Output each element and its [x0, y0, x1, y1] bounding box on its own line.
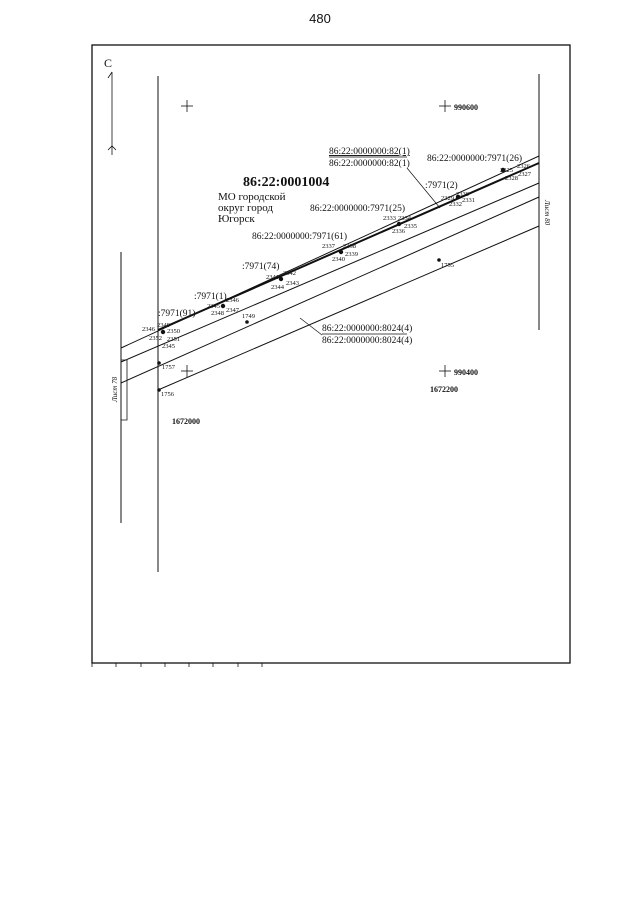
point-label-2328: 2328 [505, 175, 518, 182]
coord-bottom-right-y: 990400 [454, 368, 478, 377]
point-label-2327: 2327 [518, 171, 532, 178]
parcel-label-7971-1: :7971(1) [194, 291, 227, 302]
point-label-2325: 2325 [500, 167, 513, 174]
parcel-label-7971-2: :7971(2) [425, 180, 458, 191]
page-number: 480 [309, 11, 331, 26]
point-label-1756: 1756 [161, 391, 175, 398]
point-label-2343: 2343 [286, 280, 299, 287]
north-label: С [104, 56, 112, 70]
leader-82 [406, 167, 441, 209]
coord-bottom-right-x: 1672200 [430, 385, 458, 394]
point-label-1755: 1755 [441, 262, 454, 269]
municipality-line-2: округ город [218, 202, 273, 214]
north-arrow-icon [107, 71, 117, 155]
point-label-2332: 2332 [449, 201, 462, 208]
point-label-2340: 2340 [332, 256, 345, 263]
point-label-2352: 2352 [149, 335, 162, 342]
point-label-2348: 2348 [211, 310, 224, 317]
point-label-2333: 2333 [383, 215, 396, 222]
sheet-label-right: Лист 80 [543, 199, 551, 226]
parcel-label-8024-bottom: 86:22:0000000:8024(4) [322, 335, 412, 346]
point-label-2346b: 2346 [142, 326, 156, 333]
scale-ticks [91, 663, 263, 667]
corridor-line-4 [120, 196, 540, 384]
point-label-2346: 2346 [226, 297, 240, 304]
point-label-2337: 2337 [322, 243, 336, 250]
point-label-2347: 2347 [226, 307, 240, 314]
map-frame [91, 44, 571, 664]
point-label-2341: 2341 [266, 274, 279, 281]
point-label-2349: 2349 [157, 322, 170, 329]
parcel-label-82-top: 86:22:0000000:82(1) [329, 146, 410, 157]
point-label-2342: 2342 [283, 270, 296, 277]
point-label-2351: 2351 [167, 336, 180, 343]
point-label-2339: 2339 [345, 251, 358, 258]
municipality-line-1: МО городской [218, 191, 286, 203]
parcel-label-82-bottom: 86:22:0000000:82(1) [329, 158, 410, 169]
point-label-1757: 1757 [162, 364, 176, 371]
quarter-number: 86:22:0001004 [243, 175, 329, 190]
corridor-line-2 [157, 162, 540, 331]
parcel-label-7971-25: 86:22:0000000:7971(25) [310, 203, 405, 214]
point-label-2335: 2335 [404, 223, 417, 230]
parcel-label-8024-top: 86:22:0000000:8024(4) [322, 323, 412, 334]
coord-top-right: 990600 [454, 103, 478, 112]
point-label-2350: 2350 [167, 328, 180, 335]
parcel-label-7971-74: :7971(74) [242, 261, 279, 272]
point-label-2329: 2329 [441, 195, 454, 202]
sheet-bracket-left [121, 359, 128, 421]
point-label-2330: 2330 [456, 191, 469, 198]
point-label-1749: 1749 [242, 313, 255, 320]
point-label-2334: 2334 [398, 215, 412, 222]
municipality-line-3: Югорск [218, 213, 255, 225]
sheet-label-left: Лист 78 [111, 376, 119, 403]
grid-crosses [181, 100, 451, 377]
parcel-label-7971-91: :7971(91) [158, 308, 195, 319]
point-label-2345b: 2345 [162, 343, 175, 350]
point-labels: 2326 2325 2327 2328 2330 2329 2331 2332 … [142, 163, 532, 398]
point-label-2326: 2326 [517, 163, 531, 170]
point-label-2331: 2331 [462, 197, 475, 204]
point-label-2345: 2345 [207, 303, 220, 310]
point-label-2344: 2344 [271, 284, 285, 291]
survey-points [157, 167, 506, 392]
parcel-label-7971-26: 86:22:0000000:7971(26) [427, 153, 522, 164]
corridor-line-5 [157, 225, 540, 391]
coord-bottom-left-x: 1672000 [172, 417, 200, 426]
point-label-2338: 2338 [343, 243, 356, 250]
point-label-2336: 2336 [392, 228, 406, 235]
parcel-label-7971-61: 86:22:0000000:7971(61) [252, 231, 347, 242]
corridor-line-3 [120, 182, 540, 363]
leader-8024 [299, 317, 323, 336]
